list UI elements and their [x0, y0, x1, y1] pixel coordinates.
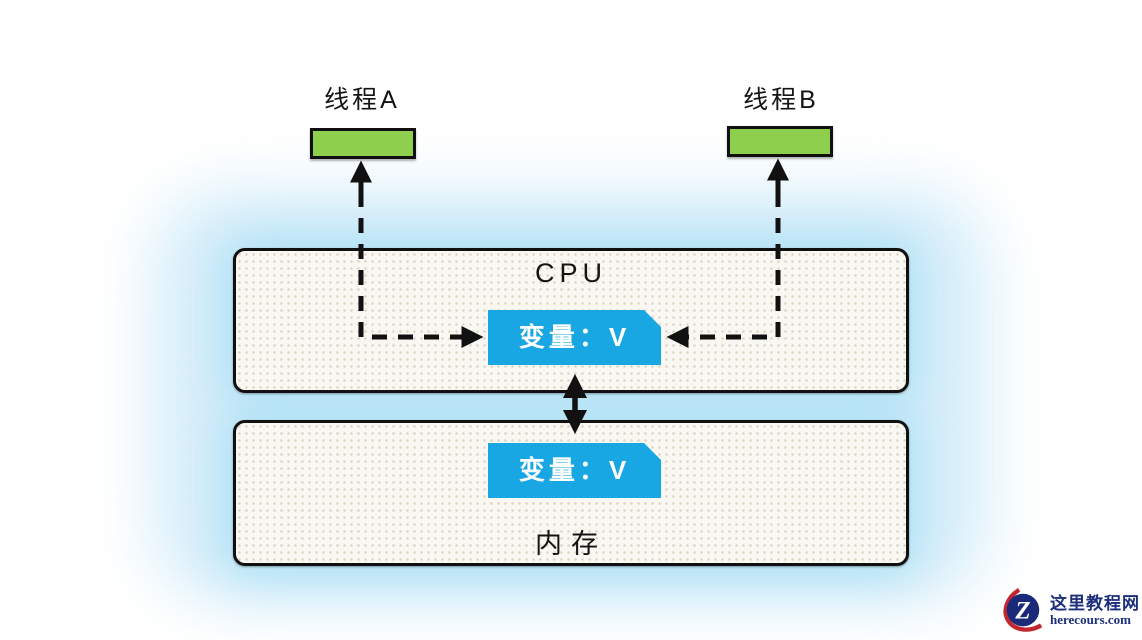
thread-a-box [310, 128, 416, 159]
watermark: Z 这里教程网 herecours.com [999, 585, 1140, 637]
memory-label: 内存 [535, 529, 607, 559]
thread-b-box [727, 126, 833, 157]
thread-a-label: 线程A [324, 86, 400, 114]
memory-variable-box: 变量：V [488, 443, 661, 498]
cpu-label: CPU [534, 258, 607, 288]
watermark-site-url: herecours.com [1050, 612, 1131, 628]
watermark-site-name: 这里教程网 [1050, 593, 1140, 613]
watermark-texts: 这里教程网 herecours.com [1050, 593, 1140, 628]
cpu-variable-box: 变量：V [488, 310, 661, 365]
watermark-logo-icon: Z [1003, 588, 1043, 632]
thread-b-label: 线程B [743, 86, 819, 114]
watermark-logo-letter: Z [1014, 598, 1030, 625]
